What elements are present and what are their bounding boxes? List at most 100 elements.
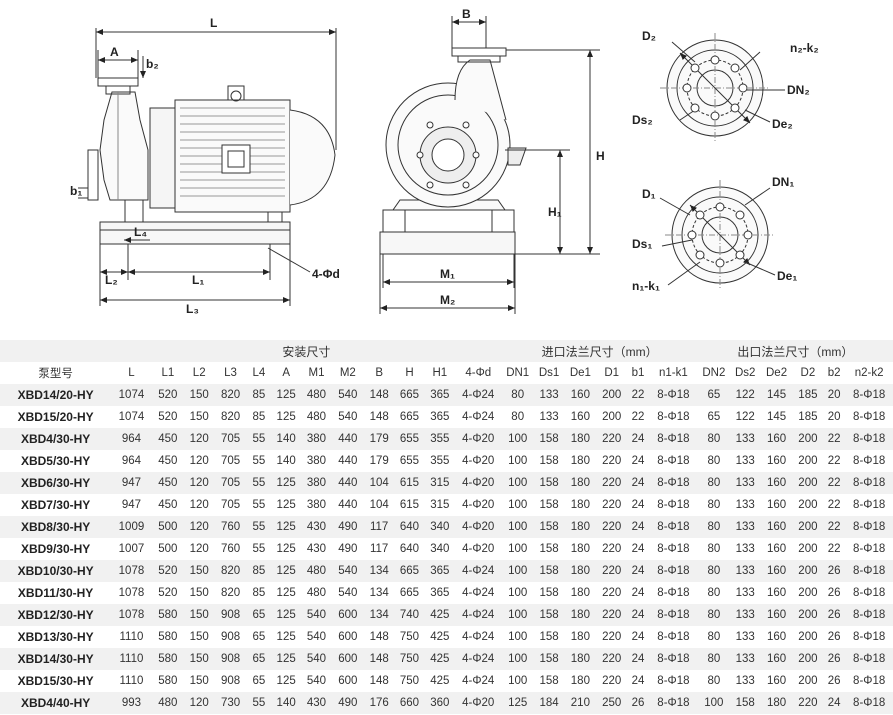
value-cell: 134 (364, 560, 395, 582)
value-cell: 100 (501, 648, 534, 670)
model-cell: XBD11/30-HY (0, 582, 112, 604)
value-cell: 158 (730, 692, 761, 714)
value-cell: 158 (533, 626, 565, 648)
value-cell: 665 (394, 582, 425, 604)
value-cell: 355 (424, 450, 455, 472)
value-cell: 120 (184, 516, 215, 538)
label-bolt: 4-Φd (312, 267, 340, 281)
value-cell: 20 (823, 406, 846, 428)
value-cell: 24 (626, 626, 650, 648)
value-cell: 160 (760, 538, 793, 560)
value-cell: 150 (184, 384, 215, 406)
column-header: M1 (301, 362, 332, 384)
value-cell: 85 (246, 406, 271, 428)
value-cell: 964 (111, 428, 152, 450)
value-cell: 440 (331, 428, 364, 450)
column-header: M2 (331, 362, 364, 384)
value-cell: 133 (730, 428, 761, 450)
value-cell: 24 (626, 582, 650, 604)
value-cell: 4-Φ24 (454, 604, 502, 626)
value-cell: 540 (331, 406, 364, 428)
value-cell: 430 (301, 692, 332, 714)
value-cell: 133 (730, 494, 761, 516)
label-A: A (110, 45, 119, 59)
value-cell: 80 (697, 604, 731, 626)
column-header: L4 (246, 362, 271, 384)
value-cell: 1110 (111, 670, 152, 692)
label-DN1: DN₁ (772, 175, 794, 189)
value-cell: 500 (151, 516, 185, 538)
model-cell: XBD14/20-HY (0, 384, 112, 406)
value-cell: 200 (792, 670, 824, 692)
value-cell: 100 (501, 538, 534, 560)
value-cell: 80 (697, 670, 731, 692)
value-cell: 490 (331, 516, 364, 538)
model-cell: XBD4/40-HY (0, 692, 112, 714)
value-cell: 8-Φ18 (845, 494, 893, 516)
value-cell: 705 (214, 450, 247, 472)
value-cell: 8-Φ18 (845, 428, 893, 450)
value-cell: 8-Φ18 (845, 516, 893, 538)
value-cell: 100 (501, 494, 534, 516)
value-cell: 160 (760, 472, 793, 494)
value-cell: 220 (596, 428, 627, 450)
value-cell: 160 (760, 604, 793, 626)
value-cell: 1007 (111, 538, 152, 560)
label-M2: M₂ (440, 293, 455, 307)
value-cell: 1009 (111, 516, 152, 538)
group-inlet: 进口法兰尺寸（mm） (501, 340, 698, 362)
value-cell: 120 (184, 538, 215, 560)
value-cell: 180 (564, 604, 597, 626)
value-cell: 425 (424, 626, 455, 648)
drawing-svg: L A b₂ b₁ L₄ L₂ L₁ L₃ 4-Φd B H H₁ M₁ M₂ … (70, 7, 819, 316)
value-cell: 120 (184, 472, 215, 494)
value-cell: 450 (151, 494, 185, 516)
value-cell: 24 (626, 472, 650, 494)
value-cell: 24 (626, 494, 650, 516)
value-cell: 125 (270, 626, 302, 648)
value-cell: 65 (246, 626, 271, 648)
value-cell: 580 (151, 604, 185, 626)
value-cell: 450 (151, 428, 185, 450)
label-H1: H₁ (548, 205, 562, 219)
value-cell: 125 (270, 516, 302, 538)
value-cell: 145 (760, 384, 793, 406)
value-cell: 24 (626, 538, 650, 560)
value-cell: 55 (246, 450, 271, 472)
value-cell: 8-Φ18 (845, 604, 893, 626)
value-cell: 80 (697, 450, 731, 472)
value-cell: 55 (246, 472, 271, 494)
label-n1k1: n₁-k₁ (632, 279, 660, 293)
value-cell: 180 (564, 494, 597, 516)
value-cell: 180 (564, 626, 597, 648)
value-cell: 4-Φ24 (454, 406, 502, 428)
value-cell: 80 (697, 648, 731, 670)
value-cell: 365 (424, 406, 455, 428)
column-header: H (394, 362, 425, 384)
value-cell: 180 (564, 670, 597, 692)
value-cell: 100 (501, 516, 534, 538)
value-cell: 65 (246, 604, 271, 626)
column-header: D1 (596, 362, 627, 384)
value-cell: 125 (270, 494, 302, 516)
value-cell: 4-Φ24 (454, 670, 502, 692)
value-cell: 8-Φ18 (649, 670, 698, 692)
value-cell: 200 (596, 406, 627, 428)
value-cell: 220 (596, 626, 627, 648)
value-cell: 380 (301, 450, 332, 472)
value-cell: 8-Φ18 (649, 450, 698, 472)
value-cell: 133 (730, 670, 761, 692)
value-cell: 8-Φ18 (845, 692, 893, 714)
value-cell: 520 (151, 384, 185, 406)
column-header: n2-k2 (845, 362, 893, 384)
value-cell: 180 (564, 582, 597, 604)
value-cell: 80 (697, 472, 731, 494)
value-cell: 150 (184, 604, 215, 626)
value-cell: 615 (394, 472, 425, 494)
value-cell: 380 (301, 494, 332, 516)
value-cell: 8-Φ18 (649, 582, 698, 604)
